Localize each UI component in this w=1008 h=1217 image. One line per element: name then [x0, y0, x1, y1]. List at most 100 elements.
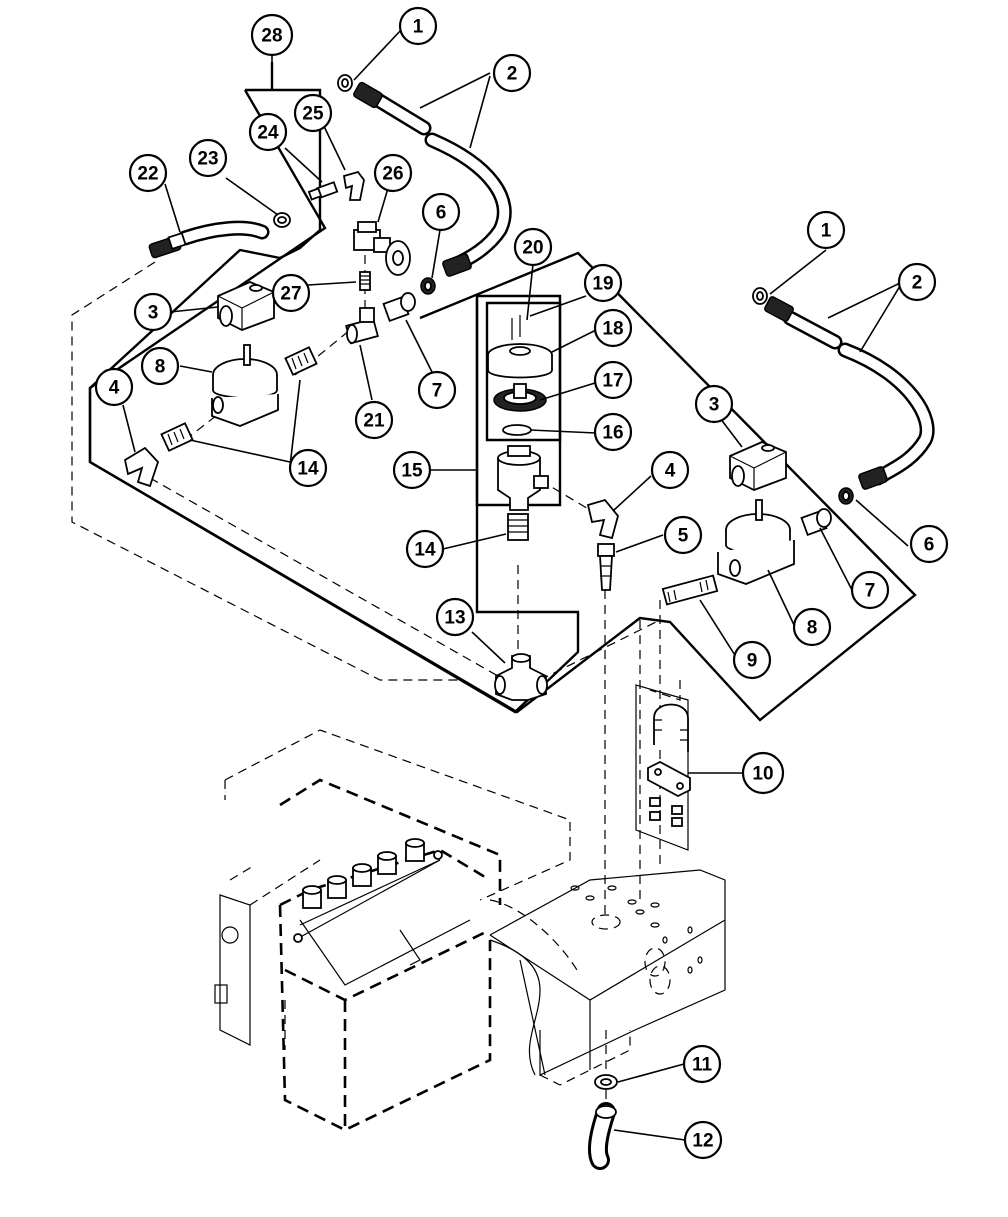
callout-4-right-label: 4: [665, 461, 676, 482]
callout-11: 11: [682, 1044, 722, 1084]
callout-18-label: 18: [602, 319, 623, 340]
nipple-14-left-b: [160, 422, 194, 452]
callout-6-top-label: 6: [436, 203, 447, 224]
callout-6-top: 6: [421, 192, 461, 232]
group-outline-valve-box: [475, 294, 562, 507]
fitting-24: [307, 181, 339, 201]
cap-18: [487, 343, 553, 379]
drain-hose-12: [587, 1102, 617, 1170]
callout-7-right: 7: [850, 570, 890, 610]
uclip-kit-10: [635, 684, 691, 851]
callout-28: 28: [250, 13, 294, 57]
solenoid-3-right: [729, 441, 787, 491]
guide-21-14: [294, 329, 351, 376]
callout-25-label: 25: [302, 104, 324, 125]
callout-4-left-label: 4: [109, 378, 120, 399]
callout-22: 22: [128, 153, 168, 193]
callout-26-label: 26: [382, 164, 403, 185]
fitting-7-left: [382, 292, 416, 323]
vacuum-breaker-15: [497, 445, 549, 511]
solenoid-3-left: [217, 281, 275, 331]
elbow-4-right: [586, 498, 619, 540]
callout-23-label: 23: [197, 149, 218, 170]
nipple-9: [661, 574, 719, 606]
callout-2-top: 2: [492, 53, 532, 93]
callout-25: 25: [293, 93, 333, 133]
callout-14-left-label: 14: [297, 459, 319, 480]
callout-5: 5: [663, 515, 703, 555]
screws-20: [511, 315, 521, 340]
valve-8-right: [717, 499, 795, 585]
callout-7-right-label: 7: [865, 581, 876, 602]
nipple-14-center: [507, 513, 529, 541]
callout-8-left: 8: [140, 346, 180, 386]
callout-6-right: 6: [909, 524, 949, 564]
callout-13-label: 13: [444, 608, 465, 629]
callout-2-right-label: 2: [912, 273, 923, 294]
callout-21: 21: [354, 400, 394, 440]
elbow-25: [342, 170, 365, 201]
callout-21-label: 21: [363, 411, 385, 432]
guide-valve-elbow: [539, 479, 591, 511]
tee-21: [345, 307, 379, 345]
callout-2-top-label: 2: [507, 64, 518, 85]
guide-uclip-3: [649, 680, 681, 701]
callout-14-center-label: 14: [414, 540, 436, 561]
callout-19: 19: [583, 263, 623, 303]
callout-14-left: 14: [288, 448, 328, 488]
callout-8-left-label: 8: [155, 357, 166, 378]
leader-lines: [122, 29, 909, 1141]
callout-2-right: 2: [897, 262, 937, 302]
tee-13: [494, 653, 548, 701]
group-outline-cap-box: [485, 301, 562, 442]
nipple-14-left-a: [284, 346, 318, 376]
callout-27-label: 27: [280, 284, 301, 305]
callout-7-left: 7: [417, 370, 457, 410]
callout-24: 24: [248, 112, 288, 152]
hose-2-right: [764, 296, 935, 490]
callout-8-right: 8: [792, 607, 832, 647]
callout-10-label: 10: [752, 764, 773, 785]
tank: [489, 869, 726, 1086]
barb-5: [597, 543, 615, 591]
callout-6-right-label: 6: [924, 535, 935, 556]
callout-4-left: 4: [94, 367, 134, 407]
callout-3-right-label: 3: [709, 395, 720, 416]
callout-12-label: 12: [692, 1131, 713, 1152]
callout-28-label: 28: [261, 26, 282, 47]
callout-9: 9: [732, 640, 772, 680]
oring-16: [502, 424, 532, 436]
callout-19-label: 19: [592, 274, 613, 295]
hose-2-top: [353, 81, 512, 277]
callout-12: 12: [683, 1120, 723, 1160]
callout-27: 27: [271, 273, 311, 313]
guide-hose22-down: [71, 261, 462, 681]
callout-16-label: 16: [602, 423, 623, 444]
callout-3-left: 3: [133, 292, 173, 332]
callout-18: 18: [593, 308, 633, 348]
callout-16: 16: [593, 412, 633, 452]
machine-body: [214, 729, 571, 1132]
drain-hose-section: [489, 899, 581, 1076]
spring-27: [359, 271, 371, 291]
callout-15-label: 15: [401, 461, 423, 482]
group-outline-left: [88, 62, 580, 714]
callout-10: 10: [741, 751, 785, 795]
callout-8-right-label: 8: [807, 618, 818, 639]
fitting-7-right: [800, 508, 832, 537]
guide-elbow-to-tee: [149, 477, 506, 681]
group-outline-left-main: [88, 89, 917, 722]
callout-14-center: 14: [405, 529, 445, 569]
washer-6-right: [838, 487, 854, 505]
callout-22-label: 22: [137, 164, 158, 185]
tee-26: [353, 221, 411, 276]
callout-1-right: 1: [806, 210, 846, 250]
callout-20-label: 20: [522, 238, 543, 259]
callout-17: 17: [593, 360, 633, 400]
callout-3-left-label: 3: [148, 303, 159, 324]
callout-24-label: 24: [257, 123, 279, 144]
callout-1-top-label: 1: [413, 17, 424, 38]
callout-9-label: 9: [747, 651, 758, 672]
callout-1-right-label: 1: [821, 221, 832, 242]
